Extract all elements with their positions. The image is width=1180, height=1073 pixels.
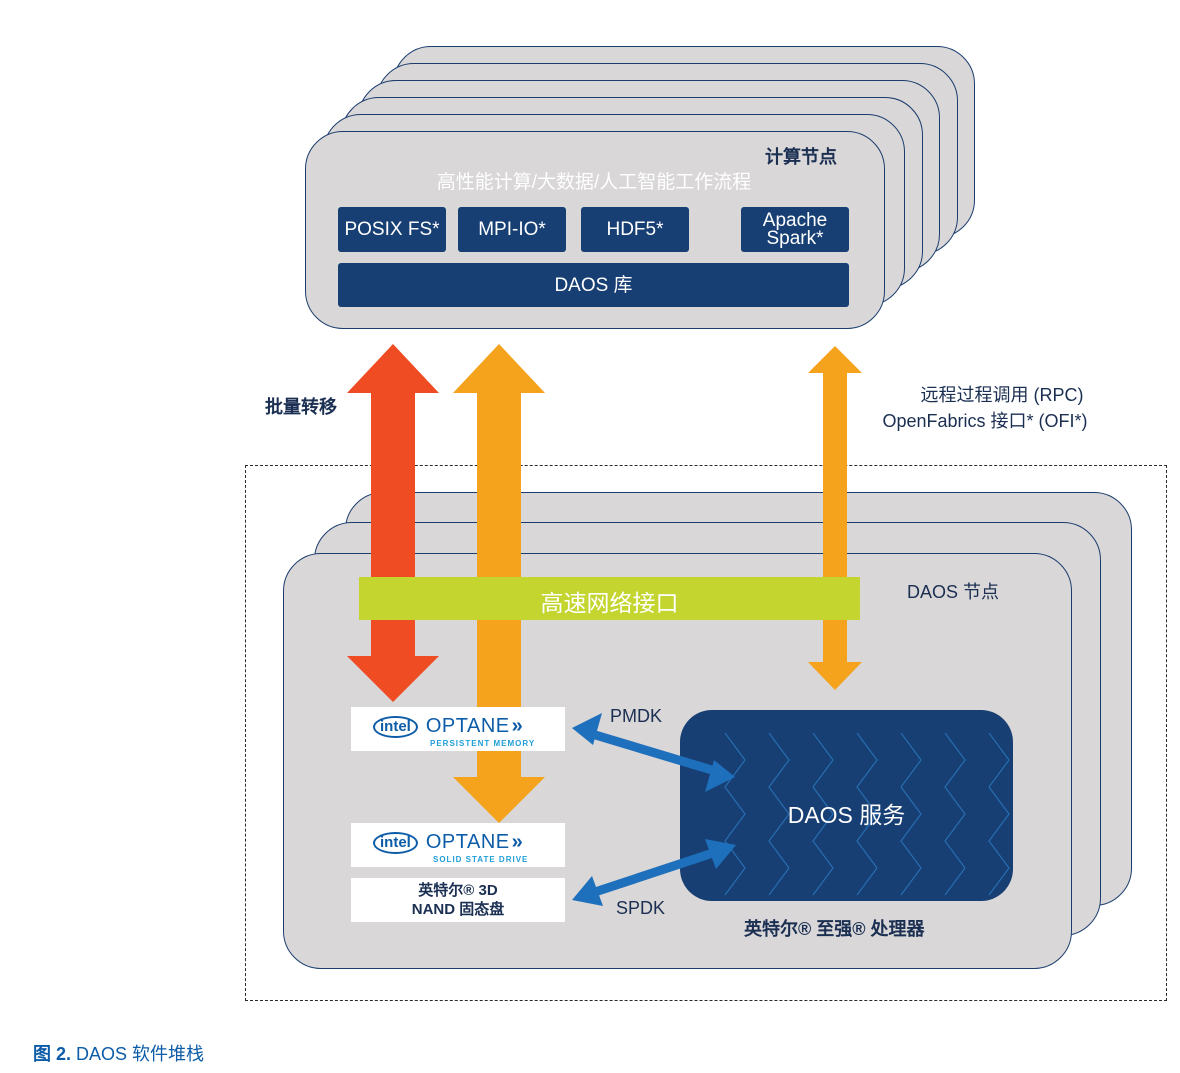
rpc-arrow bbox=[808, 346, 862, 690]
spdk-label: SPDK bbox=[616, 898, 666, 918]
spark-label: Spark* bbox=[766, 227, 824, 249]
daos-library-bar: DAOS 库 bbox=[338, 263, 849, 307]
optane-wordmark: OPTANE bbox=[425, 831, 510, 853]
compute-node-subtitle: 高性能计算/大数据/人工智能工作流程 bbox=[436, 172, 752, 193]
optane-ssd-chip: intel OPTANE » SOLID STATE DRIVE bbox=[351, 823, 565, 867]
optane-wordmark: OPTANE bbox=[425, 715, 510, 737]
apache-label: Apache bbox=[762, 209, 828, 231]
ssd-sublabel: SOLID STATE DRIVE bbox=[433, 855, 529, 864]
apache-spark-box: Apache Spark* bbox=[741, 207, 849, 252]
nand-ssd-chip: 英特尔® 3D NAND 固态盘 bbox=[351, 878, 565, 922]
bulk-transfer-label: 批量转移 bbox=[265, 397, 337, 417]
intel-logo-icon: intel bbox=[373, 831, 418, 854]
intel-logo-icon: intel bbox=[373, 715, 418, 738]
daos-server-boundary bbox=[245, 465, 1167, 1001]
optane-ssd-logo: intel OPTANE » bbox=[373, 831, 565, 854]
chevron-pattern-icon bbox=[724, 732, 1010, 896]
rpc-label-line1: 远程过程调用 (RPC) bbox=[920, 385, 1084, 405]
figure-caption-text: DAOS 软件堆栈 bbox=[76, 1044, 205, 1064]
spdk-arrow bbox=[572, 839, 736, 906]
posix-fs-box: POSIX FS* bbox=[338, 207, 446, 252]
rpc-label-line2: OpenFabrics 接口* (OFI*) bbox=[882, 411, 1088, 431]
pmdk-arrow bbox=[572, 713, 735, 792]
chevrons-icon: » bbox=[511, 831, 524, 853]
processor-label: 英特尔® 至强® 处理器 bbox=[744, 919, 925, 939]
optane-pmem-logo: intel OPTANE » bbox=[373, 715, 565, 738]
nand-label-line1: 英特尔® 3D bbox=[418, 882, 498, 899]
mpi-io-box: MPI-IO* bbox=[458, 207, 566, 252]
pmem-sublabel: PERSISTENT MEMORY bbox=[430, 739, 536, 748]
bulk-transfer-arrow bbox=[347, 344, 439, 702]
daos-service-box bbox=[680, 710, 1013, 901]
figure-caption: 图 2. DAOS 软件堆栈 bbox=[33, 1040, 204, 1066]
optane-pmem-chip: intel OPTANE » PERSISTENT MEMORY bbox=[351, 707, 565, 751]
compute-node-title: 计算节点 bbox=[765, 147, 837, 167]
network-interface-bar bbox=[359, 577, 860, 620]
hdf5-box: HDF5* bbox=[581, 207, 689, 252]
nand-label-line2: NAND 固态盘 bbox=[411, 901, 505, 918]
network-interface-label: 高速网络接口 bbox=[540, 590, 679, 616]
daos-service-label: DAOS 服务 bbox=[787, 802, 906, 828]
chevrons-icon: » bbox=[511, 715, 524, 737]
daos-node-title: DAOS 节点 bbox=[907, 582, 1000, 602]
pmdk-label: PMDK bbox=[610, 706, 663, 726]
figure-caption-label: 图 2. bbox=[33, 1044, 72, 1064]
